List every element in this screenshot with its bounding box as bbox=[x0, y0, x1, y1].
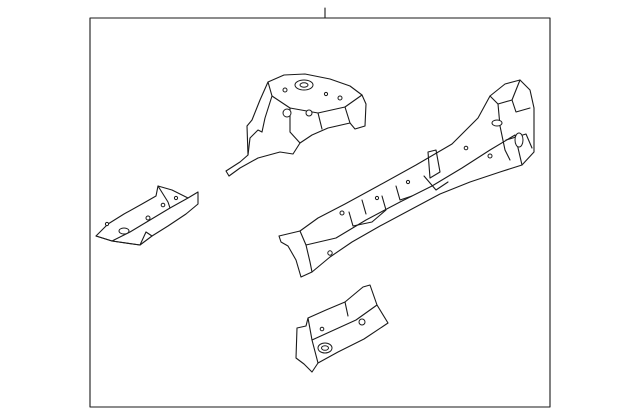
side-rail-part bbox=[278, 79, 535, 278]
left-support-part bbox=[95, 185, 199, 246]
upper-bracket-part bbox=[225, 73, 367, 177]
diagram-frame bbox=[89, 17, 551, 408]
lower-bracket-part bbox=[295, 284, 389, 373]
